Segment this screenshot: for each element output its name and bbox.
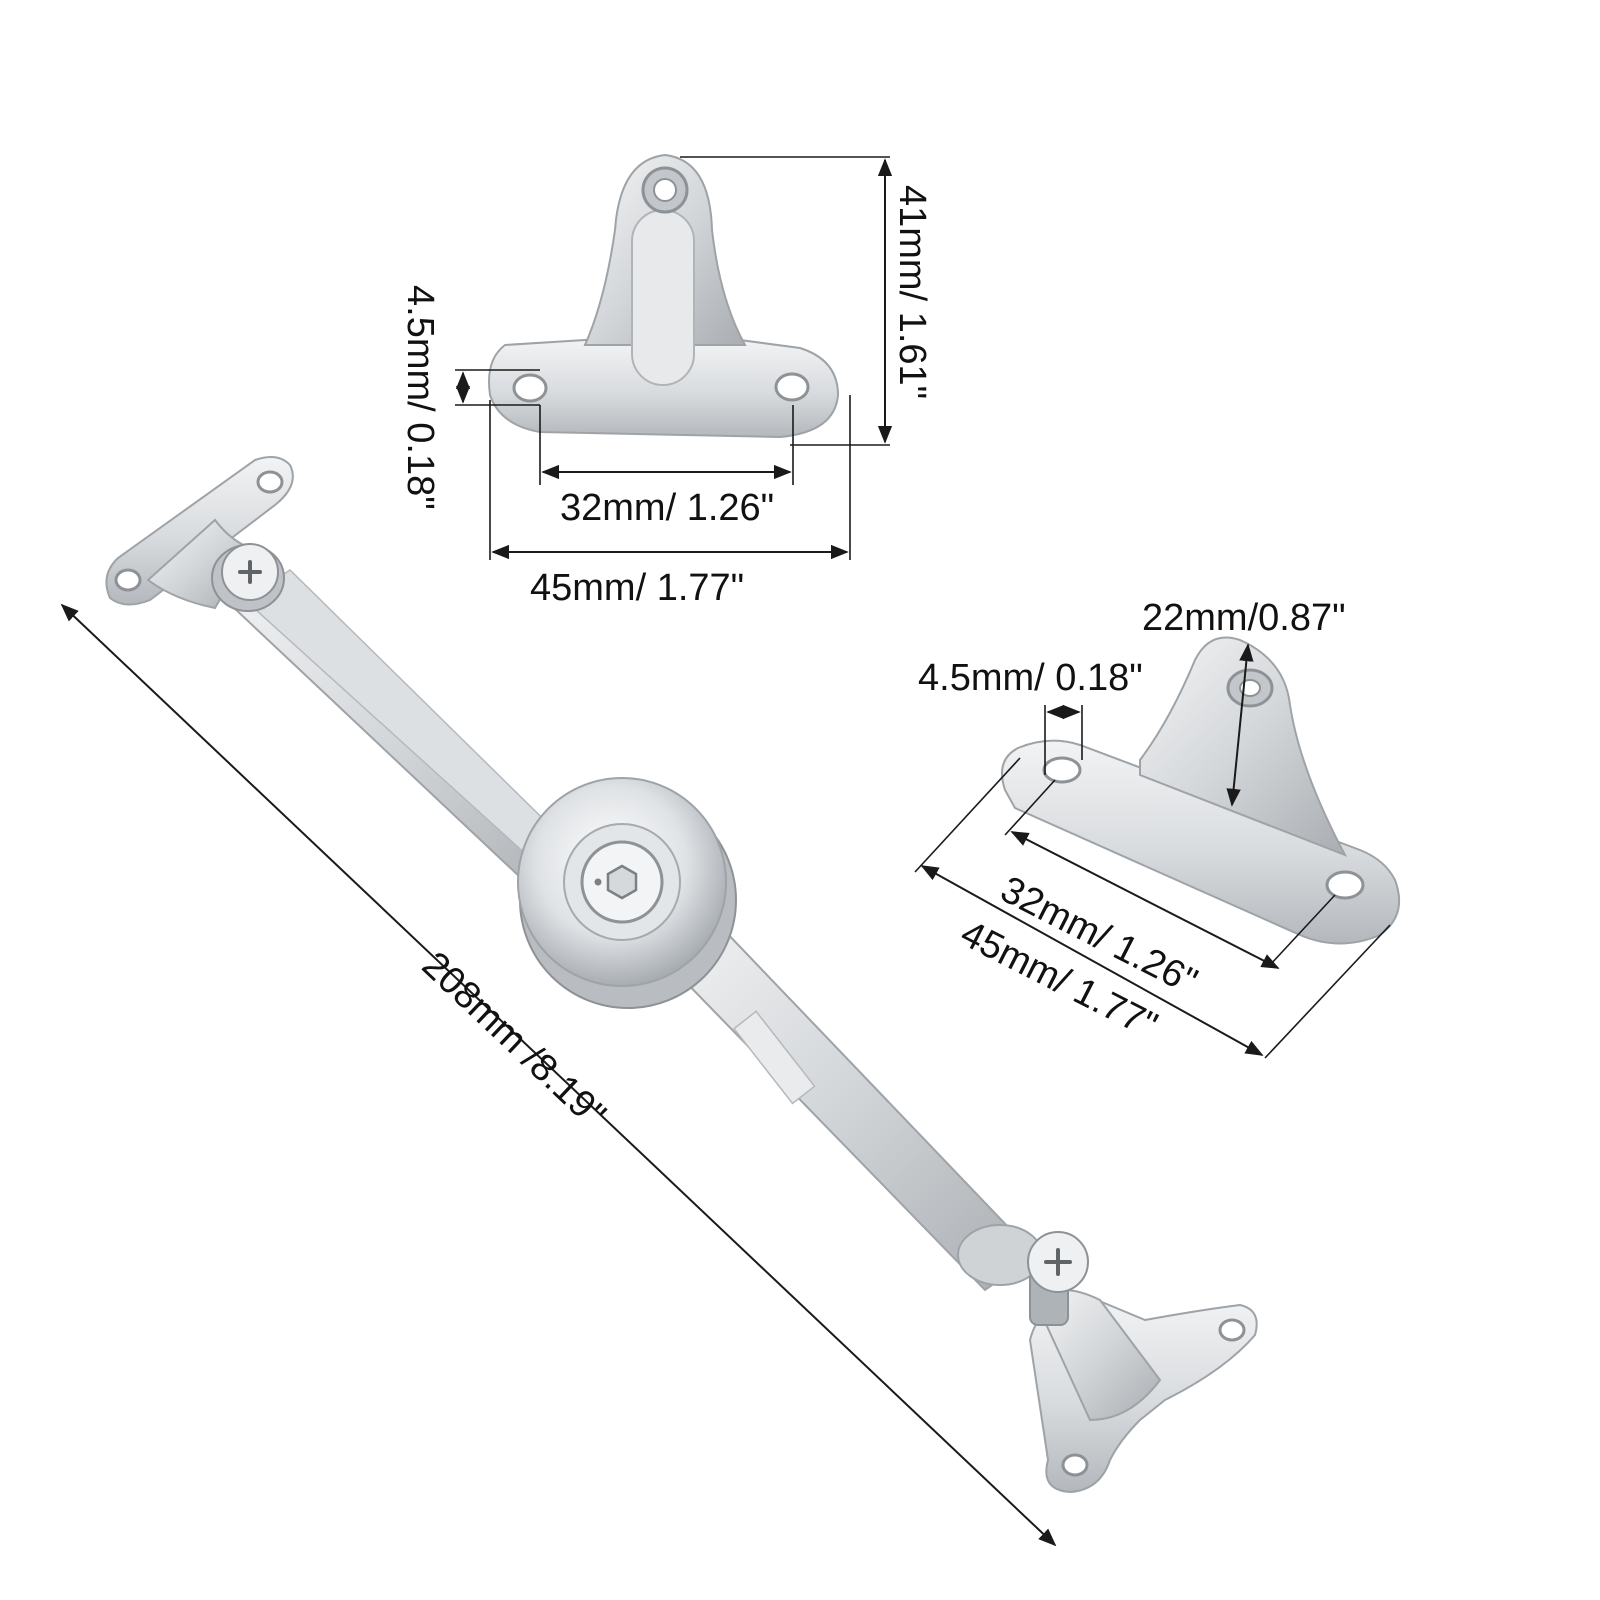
angled-bracket-hole-height-label: 22mm/0.87" xyxy=(1142,597,1346,639)
hex-bolt-icon xyxy=(580,840,664,924)
front-bracket-hole-diameter-label: 4.5mm/ 0.18" xyxy=(399,285,441,510)
front-bracket-base-width-label: 45mm/ 1.77" xyxy=(530,567,744,609)
front-bracket-hole-spacing-label: 32mm/ 1.26" xyxy=(560,487,774,529)
front-bracket-dimensions xyxy=(455,156,893,560)
front-bracket-height-label: 41mm/ 1.61" xyxy=(891,185,933,399)
phillips-screw-icon xyxy=(211,543,285,612)
mounting-bracket-front-icon xyxy=(488,153,840,439)
overall-length-dimension-line xyxy=(60,603,1057,1547)
angled-bracket-hole-diameter-label: 4.5mm/ 0.18" xyxy=(918,657,1143,699)
